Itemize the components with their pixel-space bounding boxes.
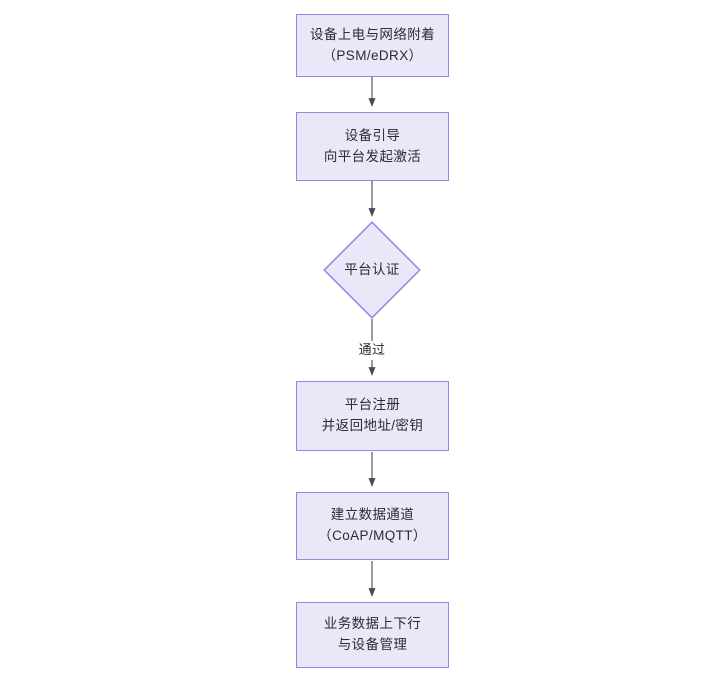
node-line: 建立数据通道: [330, 507, 415, 523]
node-device-bootstrap[interactable]: 设备引导 向平台发起激活: [296, 112, 449, 181]
node-line: （CoAP/MQTT）: [318, 528, 427, 543]
node-business-data-and-device-management[interactable]: 业务数据上下行 与设备管理: [296, 602, 449, 668]
node-line: 设备引导: [344, 127, 401, 143]
node-line: 平台注册: [344, 397, 401, 413]
diamond-shape: [323, 221, 421, 319]
node-establish-data-channel[interactable]: 建立数据通道 （CoAP/MQTT）: [296, 492, 449, 560]
node-line: （PSM/eDRX）: [322, 47, 423, 63]
edge-label-pass: 通过: [355, 341, 389, 360]
node-line: 向平台发起激活: [323, 148, 422, 164]
node-device-power-on[interactable]: 设备上电与网络附着 （PSM/eDRX）: [296, 14, 449, 77]
node-line: 与设备管理: [337, 637, 408, 652]
node-platform-registration[interactable]: 平台注册 并返回地址/密钥: [296, 381, 449, 451]
node-line: 业务数据上下行: [323, 616, 422, 632]
node-line: 设备上电与网络附着: [309, 26, 436, 42]
node-line: 平台认证: [344, 261, 400, 277]
node-platform-authentication[interactable]: 平台认证: [323, 221, 421, 319]
node-line: 并返回地址/密钥: [321, 418, 424, 433]
